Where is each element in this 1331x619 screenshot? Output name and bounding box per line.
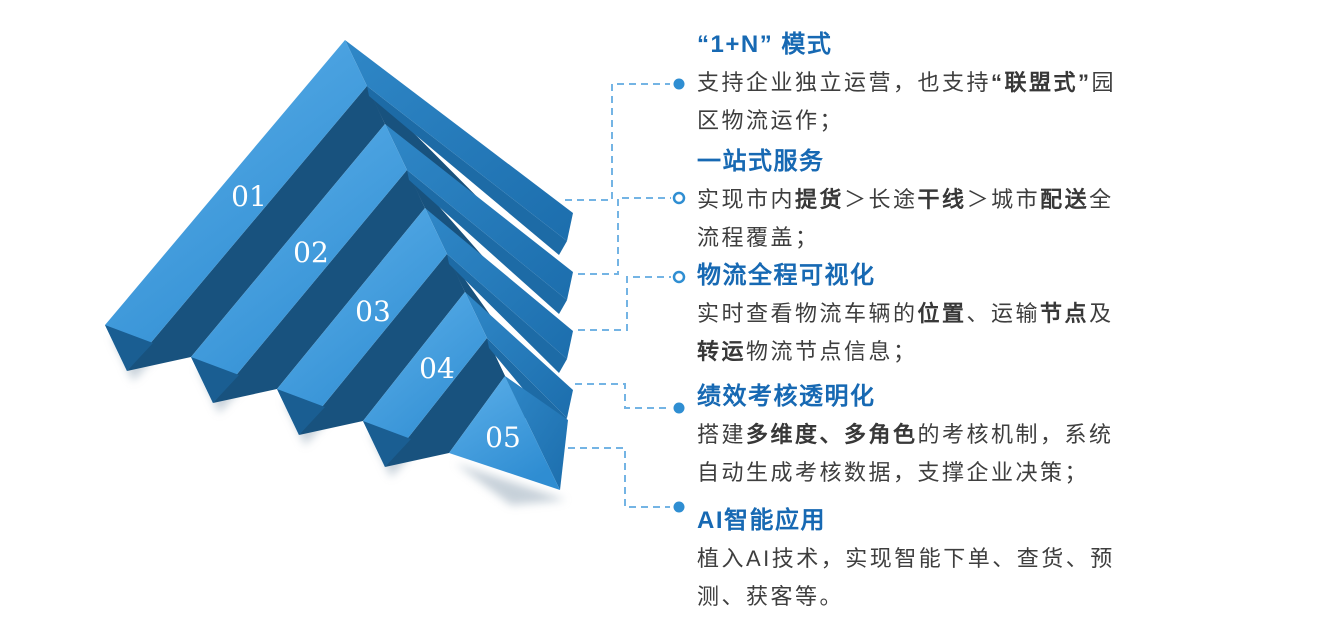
feature-title: AI智能应用	[697, 507, 826, 534]
feature-title: 绩效考核透明化	[697, 383, 876, 410]
feature-body: 支持企业独立运营，也支持“联盟式”园区物流运作；	[697, 70, 1117, 133]
feature-title: 一站式服务	[697, 148, 825, 175]
connector-line-2	[578, 197, 671, 275]
connector-marker	[673, 501, 685, 513]
connector-marker	[672, 191, 686, 205]
pyramid-level-number: 03	[355, 295, 391, 328]
pyramid-layer-5: 05	[449, 376, 568, 490]
pyramid-layer-2: 02	[191, 124, 573, 403]
connector-line-1	[565, 83, 670, 201]
connector-line-4	[575, 383, 670, 409]
pyramid-level-number: 02	[293, 236, 329, 269]
feature-block: “1+N” 模式 支持企业独立运营，也支持“联盟式”园区物流运作；	[697, 30, 1121, 140]
pyramid-layer-4: 04	[363, 292, 573, 467]
feature-title: 物流全程可视化	[697, 262, 876, 289]
feature-block: 物流全程可视化 实时查看物流车辆的位置、运输节点及转运物流节点信息；	[697, 261, 1121, 371]
connector-lines	[565, 78, 686, 513]
connector-line-5	[568, 447, 670, 508]
pyramid-level-number: 01	[231, 180, 267, 213]
feature-body: 实现市内提货＞长途干线＞城市配送全流程覆盖；	[697, 187, 1114, 250]
feature-block: 一站式服务 实现市内提货＞长途干线＞城市配送全流程覆盖；	[697, 147, 1121, 257]
feature-body: 植入AI技术，实现智能下单、查货、预测、获客等。	[697, 546, 1115, 609]
connector-marker	[673, 402, 685, 414]
pyramid-level-number: 04	[419, 352, 455, 385]
feature-body: 实时查看物流车辆的位置、运输节点及转运物流节点信息；	[697, 301, 1114, 364]
connector-line-3	[578, 276, 671, 331]
feature-block: 绩效考核透明化 搭建多维度、多角色的考核机制，系统自动生成考核数据，支撑企业决策…	[697, 382, 1121, 492]
pyramid-layer-3: 03	[277, 208, 573, 435]
feature-block: AI智能应用 植入AI技术，实现智能下单、查货、预测、获客等。	[697, 506, 1121, 616]
connector-marker	[673, 78, 685, 90]
feature-body: 搭建多维度、多角色的考核机制，系统自动生成考核数据，支撑企业决策；	[697, 422, 1114, 485]
connector-marker	[672, 270, 686, 284]
pyramid-level-number: 05	[485, 421, 521, 454]
feature-title: “1+N” 模式	[697, 31, 833, 58]
